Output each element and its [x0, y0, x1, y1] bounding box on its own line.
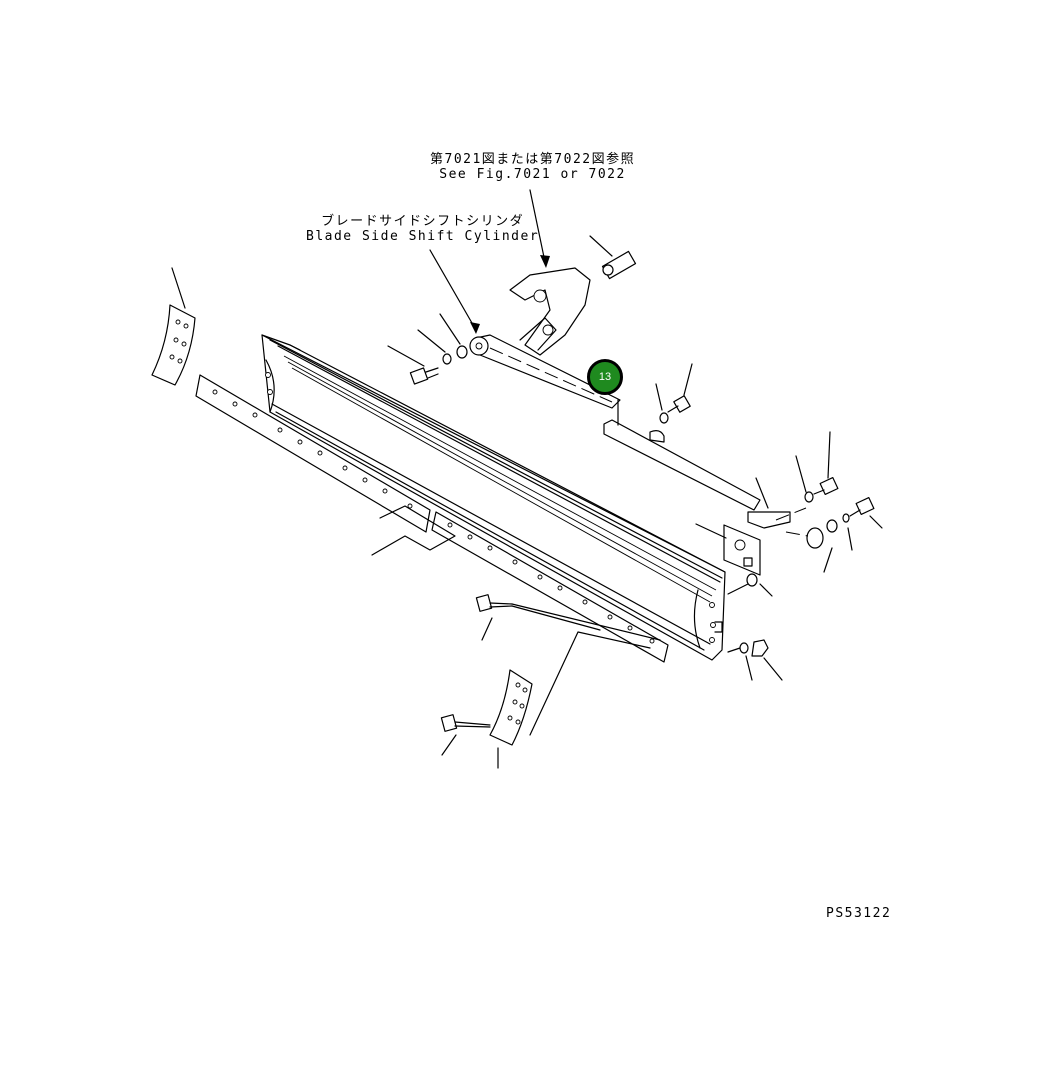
cutting-edge-right-holes — [447, 522, 655, 644]
end-bit-left — [151, 267, 196, 386]
reference-callout: 第7021図または第7022図参照 See Fig.7021 or 7022 — [430, 148, 635, 182]
bottom-fasteners — [727, 573, 783, 681]
cylinder-fasteners — [387, 313, 468, 385]
blade-moldboard — [261, 334, 726, 661]
cutting-edge-left — [195, 374, 431, 533]
part-hotspot-13[interactable]: 13 — [587, 359, 623, 395]
cutting-edge-right — [431, 511, 669, 663]
rail-bolt-top — [655, 363, 693, 424]
cylinder-bracket — [509, 189, 591, 356]
end-bit-right — [489, 669, 533, 769]
bracket-pin — [589, 235, 637, 280]
side-plate — [695, 477, 791, 576]
reference-callout-en: See Fig.7021 or 7022 — [439, 167, 626, 182]
bolt-cutting-edge — [475, 594, 661, 641]
cylinder-callout-jp: ブレードサイドシフトシリンダ — [321, 214, 525, 229]
cylinder-callout: ブレードサイドシフトシリンダ Blade Side Shift Cylinder — [306, 210, 539, 244]
drawing-code: PS53122 — [826, 906, 892, 921]
guide-rail — [603, 399, 761, 511]
reference-callout-jp: 第7021図または第7022図参照 — [430, 152, 636, 167]
group-bracket-right — [529, 631, 651, 736]
cutting-edge-left-holes — [212, 389, 413, 509]
side-fasteners — [775, 431, 883, 573]
cylinder-callout-en: Blade Side Shift Cylinder — [306, 229, 540, 244]
side-shift-cylinder — [429, 249, 621, 409]
group-bracket-left — [371, 505, 456, 556]
bolt-end-bit — [440, 714, 491, 756]
